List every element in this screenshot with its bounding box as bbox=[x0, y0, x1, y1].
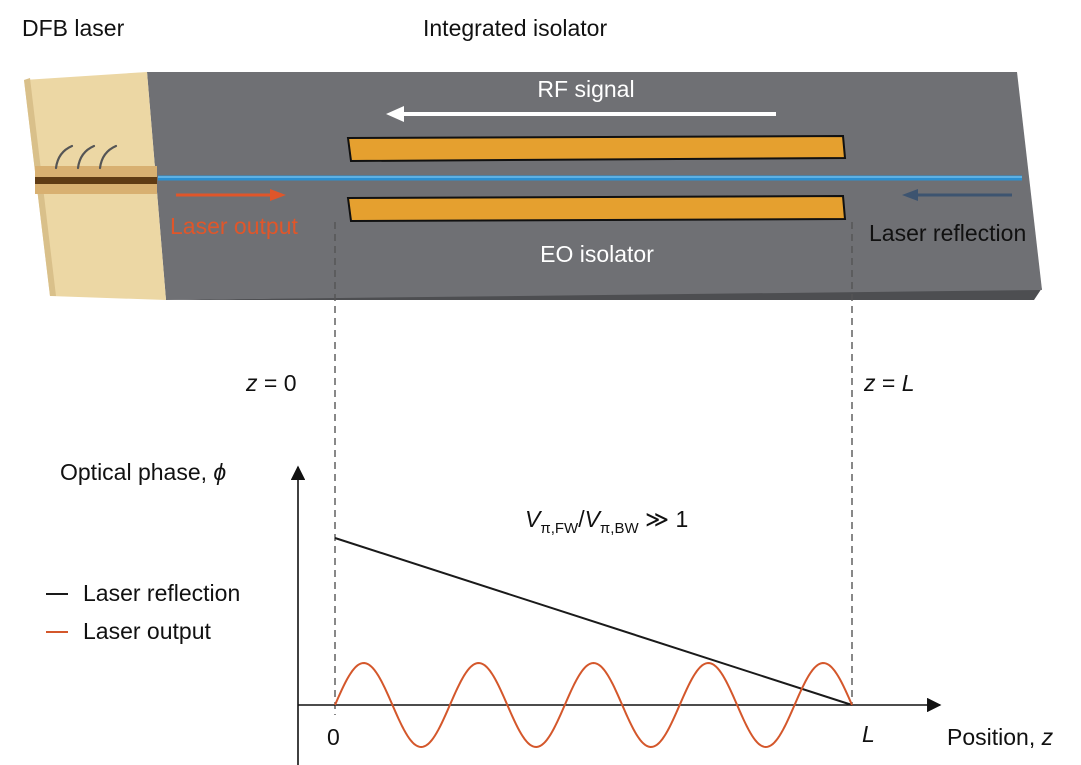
y-axis-title: Optical phase, ϕ bbox=[60, 459, 226, 485]
reflection-phase-line bbox=[334, 537, 853, 706]
bond-wires bbox=[54, 144, 118, 170]
eo-isolator-label: EO isolator bbox=[540, 241, 654, 267]
integrated-isolator-title: Integrated isolator bbox=[423, 15, 607, 41]
laser-reflection-arrowhead bbox=[902, 189, 918, 201]
legend-label-reflection: Laser reflection bbox=[83, 580, 240, 606]
ratio-annotation: Vπ,FW/Vπ,BW ≫ 1 bbox=[525, 506, 688, 537]
z0-label: z = 0 bbox=[245, 370, 297, 396]
zL-label: z = L bbox=[863, 370, 915, 396]
x-tick-0: 0 bbox=[327, 724, 340, 750]
x-tick-L: L bbox=[862, 721, 875, 747]
laser-output-chip-label: Laser output bbox=[170, 213, 298, 239]
isolator-chip bbox=[147, 72, 1042, 300]
rf-signal-label: RF signal bbox=[537, 76, 634, 102]
top-electrode bbox=[346, 134, 847, 163]
rf-signal-arrowhead bbox=[386, 106, 404, 122]
dfb-laser-title: DFB laser bbox=[22, 15, 125, 41]
laser-reflection-chip-label: Laser reflection bbox=[869, 220, 1026, 246]
laser-output-arrowhead bbox=[270, 189, 286, 201]
legend-label-output: Laser output bbox=[83, 618, 211, 644]
output-phase-wave bbox=[334, 661, 853, 749]
x-axis-title: Position, z bbox=[947, 724, 1054, 750]
dfb-active-stripe bbox=[35, 177, 157, 184]
legend: Laser reflection Laser output bbox=[46, 580, 240, 644]
bottom-electrode bbox=[346, 194, 847, 223]
